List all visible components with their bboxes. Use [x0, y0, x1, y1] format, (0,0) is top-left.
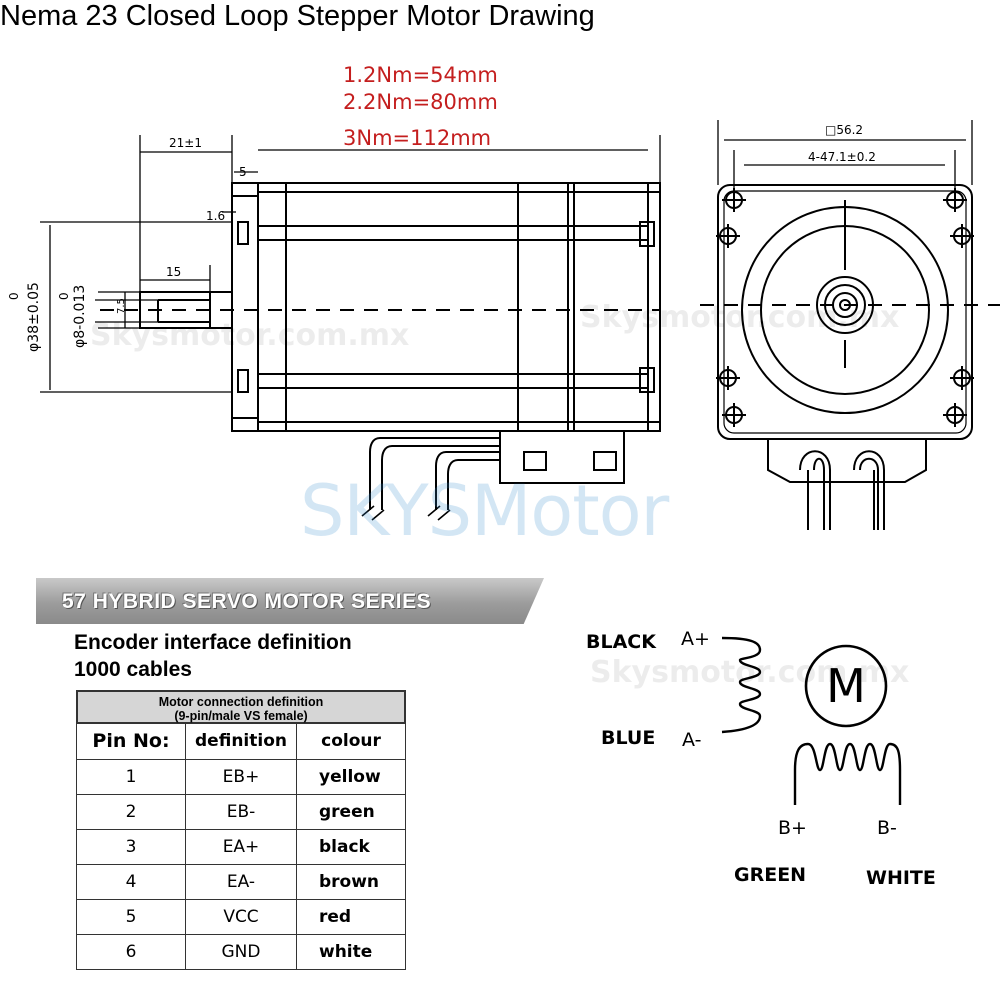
- series-banner: [36, 578, 544, 624]
- terminal-b-plus: B+: [778, 817, 807, 839]
- series-title: 57 HYBRID SERVO MOTOR SERIES: [62, 590, 432, 613]
- pin-cell: 5: [76, 899, 186, 935]
- wiring-diagram: M: [721, 636, 902, 805]
- definition-cell: GND: [185, 934, 297, 970]
- encoder-title: Encoder interface definition: [74, 631, 352, 654]
- dim-key-width: 7.5: [116, 298, 127, 314]
- wire-green-label: GREEN: [734, 864, 807, 886]
- site-watermark: Skysmotor.com.mx: [590, 655, 910, 690]
- length-variant-2: 2.2Nm=80mm: [343, 90, 498, 114]
- motor-flange: [231, 182, 259, 432]
- colour-cell: green: [296, 794, 406, 830]
- definition-cell: EB+: [185, 759, 297, 795]
- coil-b: [793, 742, 902, 805]
- brand-watermark: SKYSMotor: [300, 470, 669, 552]
- terminal-a-minus: A-: [682, 729, 702, 751]
- site-watermark: Skysmotor.com.mx: [90, 318, 410, 353]
- pin-cell: 4: [76, 864, 186, 900]
- header-colour: colour: [296, 722, 406, 760]
- pin-cell: 3: [76, 829, 186, 865]
- wire-blue-label: BLUE: [601, 727, 656, 749]
- dim-boss-tol: 0: [7, 292, 21, 300]
- motor-body-side: [237, 182, 661, 432]
- header-pin: Pin No:: [76, 722, 186, 760]
- colour-cell: black: [296, 829, 406, 865]
- colour-cell: red: [296, 899, 406, 935]
- page-title: Nema 23 Closed Loop Stepper Motor Drawin…: [0, 0, 595, 32]
- definition-cell: VCC: [185, 899, 297, 935]
- pin-cell: 6: [76, 934, 186, 970]
- cable-housing: [361, 430, 625, 521]
- dim-step: 1.6: [206, 209, 225, 223]
- motor-symbol: [804, 644, 888, 728]
- pin-cell: 1: [76, 759, 186, 795]
- cables-label: 1000 cables: [74, 658, 192, 681]
- dim-shaft-length: 21±1: [169, 136, 202, 150]
- colour-cell: white: [296, 934, 406, 970]
- dim-shaft-tol: 0: [57, 292, 71, 300]
- dim-holes: 4-47.1±0.2: [808, 150, 876, 164]
- dim-key-length: 15: [166, 265, 181, 279]
- site-watermark: Skysmotor.com.mx: [580, 300, 900, 335]
- table-caption: Motor connection definition (9-pin/male …: [76, 690, 406, 724]
- definition-cell: EA-: [185, 864, 297, 900]
- table-header-row: Pin No: definition colour: [76, 722, 406, 760]
- wire-black-label: BLACK: [586, 631, 656, 653]
- colour-cell: brown: [296, 864, 406, 900]
- length-variant-3: 3Nm=112mm: [343, 126, 492, 150]
- dim-boss-dia: φ38±0.05: [26, 282, 42, 352]
- length-variant-1: 1.2Nm=54mm: [343, 63, 498, 87]
- motor-letter: M: [826, 659, 866, 713]
- header-definition: definition: [185, 722, 297, 760]
- definition-cell: EA+: [185, 829, 297, 865]
- coil-a: [721, 636, 762, 734]
- dim-flange-thick: 5: [239, 165, 247, 179]
- dimension-lines: [40, 135, 661, 393]
- pin-table: Motor connection definition (9-pin/male …: [76, 690, 406, 970]
- wire-white-label: WHITE: [866, 867, 936, 889]
- colour-cell: yellow: [296, 759, 406, 795]
- dim-square: □56.2: [825, 123, 863, 137]
- pin-cell: 2: [76, 794, 186, 830]
- terminal-b-minus: B-: [877, 817, 897, 839]
- terminal-a-plus: A+: [681, 628, 710, 650]
- definition-cell: EB-: [185, 794, 297, 830]
- motor-drawing: 21±1 5 1.6 15 7.5 0 φ38±0.05 0 φ8-0.013 …: [7, 120, 1000, 530]
- dim-shaft-dia: φ8-0.013: [72, 285, 88, 348]
- motor-front-view: [700, 120, 1000, 530]
